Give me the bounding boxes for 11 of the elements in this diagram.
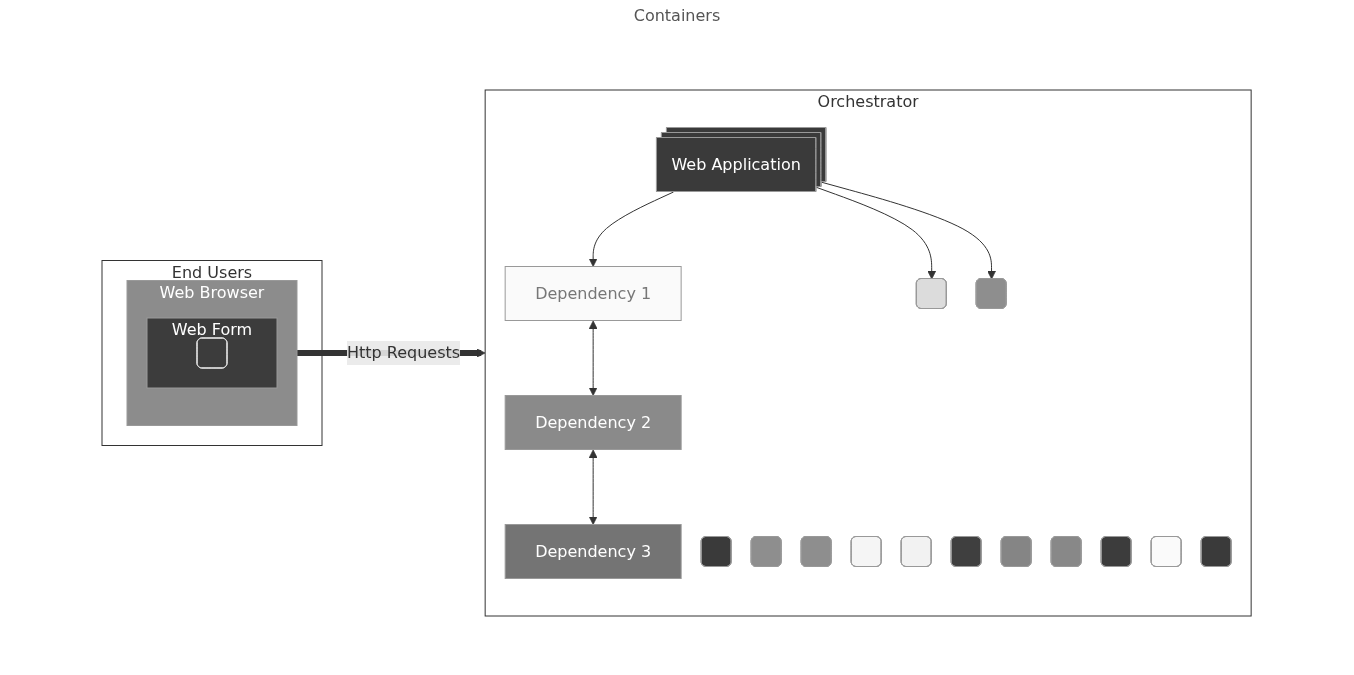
arrow — [589, 449, 598, 525]
arrow — [589, 320, 598, 396]
edge-label: Http Requests — [347, 343, 461, 362]
arrow — [589, 191, 675, 267]
node-box: Dependency 2 — [505, 395, 683, 450]
node-box: Dependency 1 — [505, 266, 683, 321]
arrow — [816, 186, 937, 280]
cluster: Web Form — [146, 317, 278, 389]
diagram-label: Containers — [633, 6, 721, 25]
arrow — [821, 181, 997, 280]
node-box: Dependency 3 — [505, 524, 683, 579]
